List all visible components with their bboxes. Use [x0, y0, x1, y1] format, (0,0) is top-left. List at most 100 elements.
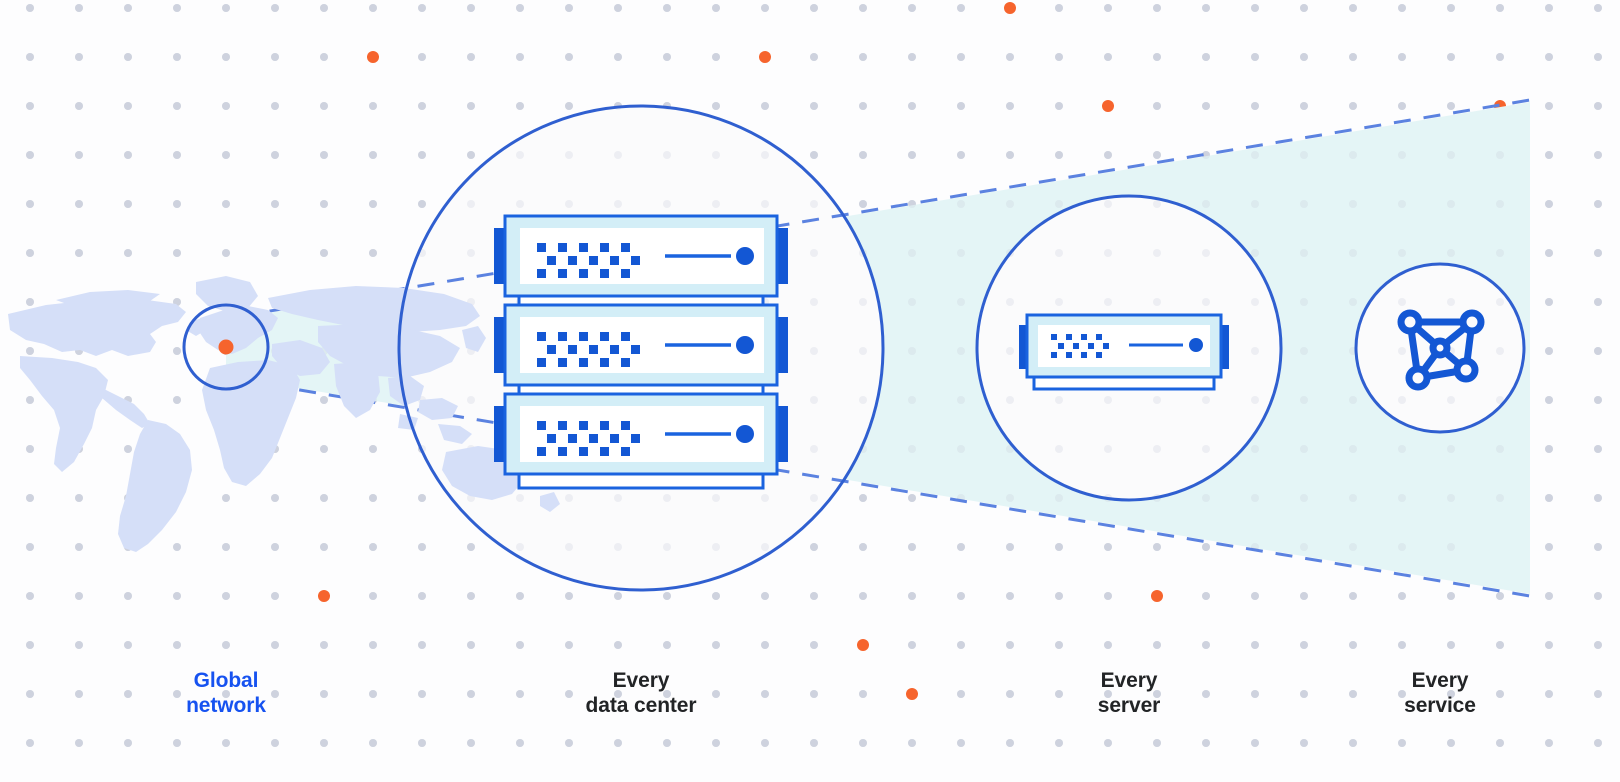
grid-dot: [418, 4, 426, 12]
grid-dot: [320, 200, 328, 208]
grid-dot: [957, 102, 965, 110]
grid-dot: [1104, 690, 1112, 698]
grid-dot: [1594, 494, 1602, 502]
grid-dot: [810, 4, 818, 12]
grid-dot: [1055, 102, 1063, 110]
grid-dot: [1447, 4, 1455, 12]
grid-dot: [26, 151, 34, 159]
grid-dot: [271, 53, 279, 61]
grid-dot: [663, 53, 671, 61]
grid-dot: [173, 641, 181, 649]
grid-dot: [712, 200, 720, 208]
grid-dot: [908, 102, 916, 110]
grid-dot: [1006, 592, 1014, 600]
grid-dot: [1104, 151, 1112, 159]
grid-dot: [1202, 298, 1210, 306]
grid-dot: [712, 690, 720, 698]
grid-dot: [1594, 494, 1602, 502]
grid-dot: [1202, 53, 1210, 61]
grid-dot: [1153, 102, 1161, 110]
grid-dot: [271, 151, 279, 159]
grid-dot: [1447, 690, 1455, 698]
grid-dot: [516, 53, 524, 61]
grid-dot: [26, 249, 34, 257]
grid-dot: [1251, 739, 1259, 747]
grid-dot: [663, 53, 671, 61]
grid-dot: [908, 53, 916, 61]
grid-dot: [1104, 543, 1112, 551]
grid-dot: [516, 494, 524, 502]
grid-dot: [26, 445, 34, 453]
grid-dot: [418, 200, 426, 208]
grid-dot: [663, 690, 671, 698]
grid-dot: [1153, 4, 1161, 12]
grid-dot: [418, 543, 426, 551]
grid-dot: [173, 151, 181, 159]
grid-dot: [1496, 4, 1504, 12]
grid-dot: [467, 4, 475, 12]
grid-dot: [369, 445, 377, 453]
grid-dot: [320, 739, 328, 747]
grid-dot: [320, 151, 328, 159]
grid-dot: [75, 592, 83, 600]
grid-dot: [320, 690, 328, 698]
label-every-server: Every server: [1097, 669, 1161, 717]
grid-dot: [1104, 592, 1112, 600]
grid-dot: [1594, 53, 1602, 61]
grid-dot: [957, 151, 965, 159]
grid-dot: [75, 543, 83, 551]
grid-dot: [1104, 4, 1112, 12]
grid-dot: [712, 494, 720, 502]
grid-dot: [1104, 298, 1112, 306]
grid-dot: [1153, 396, 1161, 404]
grid-dot: [1545, 249, 1553, 257]
grid-dot: [1006, 151, 1014, 159]
grid-dot: [859, 592, 867, 600]
grid-dot: [957, 4, 965, 12]
grid-dot: [1496, 151, 1504, 159]
grid-dot: [1300, 102, 1308, 110]
grid-dot: [1496, 4, 1504, 12]
grid-dot: [565, 592, 573, 600]
grid-dot: [124, 690, 132, 698]
grid-dot: [1300, 592, 1308, 600]
grid-dot: [565, 690, 573, 698]
grid-dot: [467, 4, 475, 12]
grid-dot: [75, 494, 83, 502]
grid-dot: [124, 690, 132, 698]
grid-dot: [859, 53, 867, 61]
grid-dot: [271, 200, 279, 208]
grid-dot: [1447, 494, 1455, 502]
grid-dot: [1594, 4, 1602, 12]
server-unit-icon: [1019, 313, 1229, 391]
grid-dot: [1594, 543, 1602, 551]
grid-dot: [859, 543, 867, 551]
grid-dot: [173, 102, 181, 110]
grid-dot: [271, 739, 279, 747]
grid-dot: [1055, 298, 1063, 306]
grid-dot: [271, 690, 279, 698]
grid-dot: [1447, 298, 1455, 306]
grid-dot: [1398, 4, 1406, 12]
grid-dot: [1545, 641, 1553, 649]
grid-dot: [1251, 53, 1259, 61]
grid-dot: [1006, 641, 1014, 649]
grid-dot: [320, 543, 328, 551]
grid-dot: [908, 347, 916, 355]
grid-dot: [957, 298, 965, 306]
grid-dot: [663, 592, 671, 600]
grid-dot: [1251, 690, 1259, 698]
grid-dot: [859, 543, 867, 551]
grid-dot: [614, 690, 622, 698]
grid-dot: [467, 396, 475, 404]
grid-dot: [1104, 396, 1112, 404]
grid-dot: [712, 4, 720, 12]
grid-dot: [761, 641, 769, 649]
grid-dot: [467, 739, 475, 747]
grid-dot: [1398, 151, 1406, 159]
grid-dot: [222, 592, 230, 600]
grid-dot: [908, 249, 916, 257]
grid-dot: [1153, 739, 1161, 747]
grid-dot: [26, 592, 34, 600]
grid-dot: [1545, 298, 1553, 306]
